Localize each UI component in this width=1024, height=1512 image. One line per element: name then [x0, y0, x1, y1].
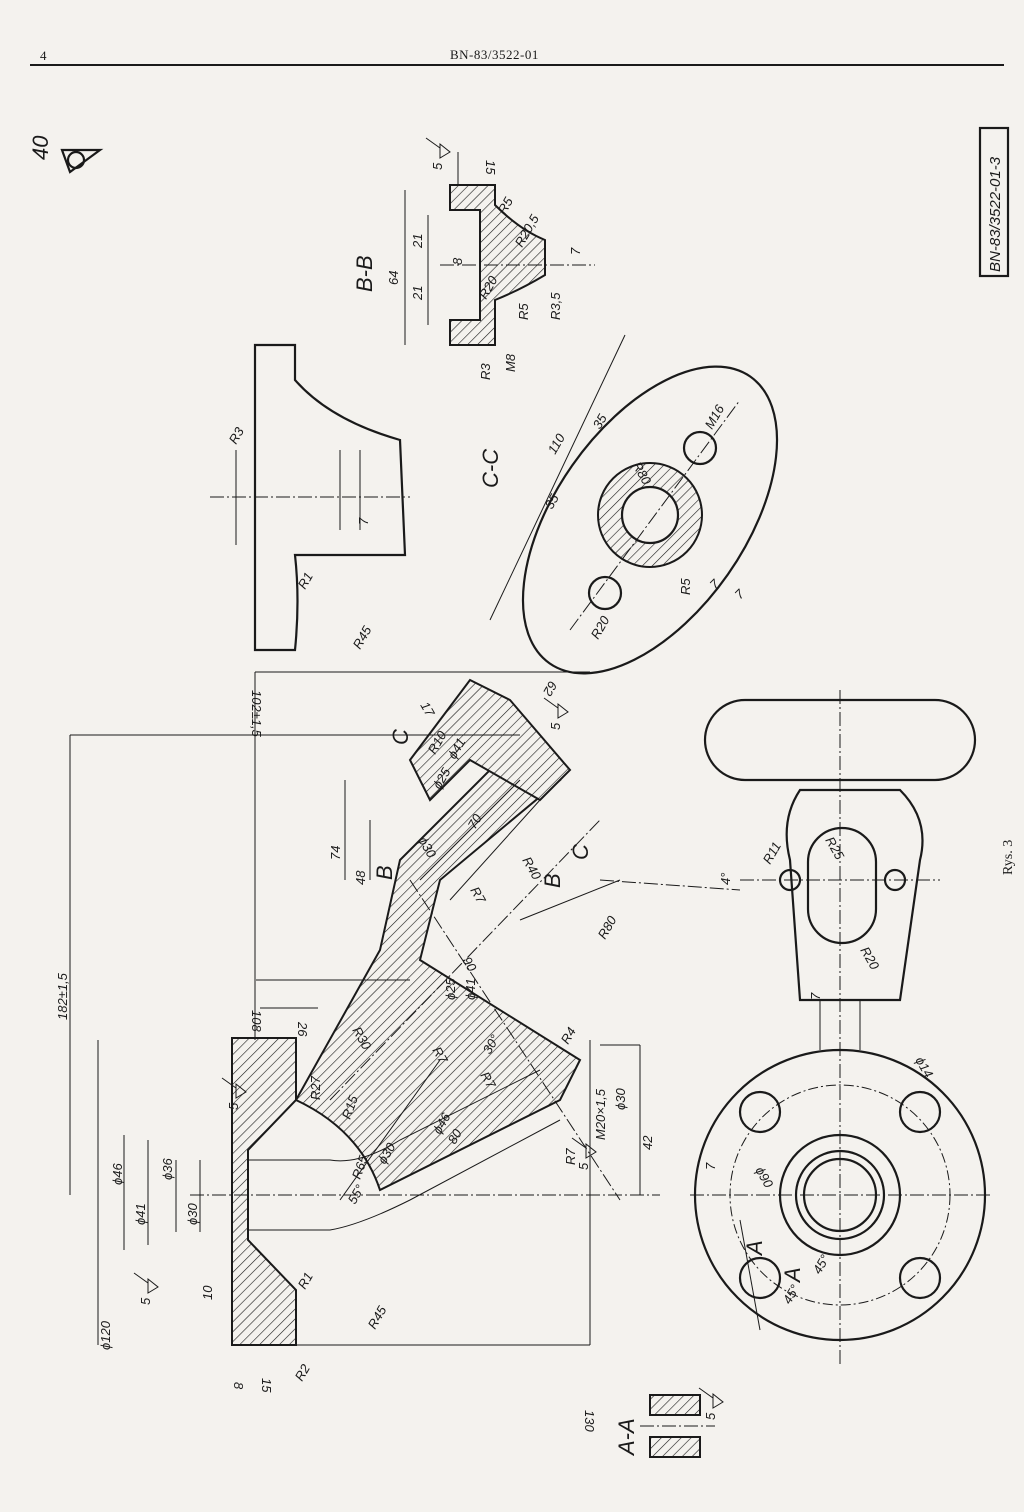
- dim-phi46: ϕ46: [110, 1163, 125, 1185]
- dim-phi36: ϕ36: [160, 1158, 175, 1180]
- bb-dim-r35: R3,5: [548, 292, 563, 320]
- dim-r80: R80: [595, 913, 620, 942]
- marker-a2: A: [780, 1267, 805, 1284]
- section-c-c: C-C: [478, 334, 779, 675]
- cc-dim-r5: R5: [678, 578, 693, 595]
- dim-r7c: R7: [563, 1148, 578, 1165]
- dim-ang55: 55°: [345, 1182, 368, 1207]
- cc-dim-110: 110: [545, 430, 569, 456]
- dim-ang45a: 45°: [780, 1282, 803, 1307]
- header-rule: [30, 64, 1004, 66]
- figure-caption: Rys. 3: [1001, 840, 1016, 875]
- dim-108: 108: [249, 1010, 264, 1032]
- dim-m20: M20×1,5: [593, 1088, 608, 1140]
- cc-dim-35b: 35: [590, 411, 611, 432]
- section-b-b: B-B: [352, 152, 595, 346]
- dim-r20: R20: [857, 944, 882, 973]
- dim-r4: R4: [558, 1025, 579, 1047]
- dim-17: 17: [417, 699, 438, 720]
- marker-c1: C: [388, 729, 413, 745]
- dim-7c: 7: [808, 992, 823, 1000]
- marker-a1: A: [742, 1240, 767, 1257]
- cc-dim-35a: 35: [542, 491, 563, 512]
- section-aa-label: A-A: [614, 1418, 639, 1457]
- dim-r7d: R7: [467, 884, 489, 907]
- flange-detail-view: [210, 343, 410, 652]
- dim-phi30-inner: ϕ30: [185, 1203, 200, 1225]
- dim-r25: R25: [822, 834, 847, 863]
- dim-r11: R11: [760, 839, 784, 866]
- dim-26: 26: [295, 1021, 310, 1037]
- rough-5-6: 5: [703, 1412, 718, 1420]
- bb-dim-8: 8: [450, 257, 465, 265]
- dim-48: 48: [353, 870, 368, 885]
- dim-r27: R27: [308, 1075, 323, 1100]
- dim-phi120: ϕ120: [98, 1320, 113, 1350]
- bb-dim-21a: 21: [410, 286, 425, 301]
- dim-182: 182±1,5: [55, 972, 70, 1020]
- dim-8: 8: [231, 1382, 246, 1390]
- section-cc-label: C-C: [478, 449, 503, 488]
- dim-phi14: ϕ14: [912, 1054, 936, 1080]
- roughness-symbols: 5 5 5 5 5 5: [133, 137, 724, 1420]
- dim-r1a: R1: [295, 1270, 316, 1292]
- dim-ang45b: 45°: [810, 1252, 833, 1277]
- roughness-value: 40: [28, 135, 53, 160]
- drawing-number-stamp: BN-83/3522-01-3: [978, 126, 1010, 278]
- dim-ang4: 4°: [718, 873, 733, 885]
- cc-dim-r20: R20: [588, 613, 613, 642]
- dim-r1b: R1: [295, 570, 316, 592]
- rough-5-3: 5: [576, 1162, 591, 1170]
- dim-90: 90: [459, 954, 480, 975]
- marker-b2: B: [540, 873, 565, 888]
- detail-a-a: A-A: [614, 1394, 715, 1458]
- dim-15: 15: [259, 1378, 274, 1393]
- dim-phi25a: ϕ25: [443, 978, 458, 1000]
- view-markers: B B C C A A: [372, 729, 805, 1284]
- dim-r45b: R45: [350, 623, 375, 652]
- document-code: BN-83/3522-01: [450, 47, 539, 62]
- dim-102: 102±1,5: [249, 690, 264, 738]
- cc-dim-7: 7: [732, 586, 748, 602]
- dim-7b: 7: [703, 1162, 718, 1170]
- cc-dim-m16: M16: [702, 401, 728, 431]
- rough-5-5: 5: [430, 162, 445, 170]
- bb-dim-15: 15: [483, 160, 498, 175]
- rough-5-1: 5: [138, 1297, 153, 1305]
- dim-10: 10: [200, 1285, 215, 1300]
- rough-5-2: 5: [226, 1102, 241, 1110]
- bb-dim-m8: M8: [503, 353, 518, 372]
- dim-74: 74: [328, 846, 343, 860]
- page-number: 4: [40, 48, 47, 63]
- marker-b1: B: [372, 865, 397, 880]
- rough-5-4: 5: [548, 722, 563, 730]
- dim-phi30d: ϕ30: [613, 1088, 628, 1110]
- upper-arm-section: [408, 678, 572, 802]
- dim-phi90: ϕ90: [752, 1164, 776, 1191]
- dim-7a: 7: [356, 517, 371, 525]
- general-roughness-symbol: 40: [28, 135, 104, 174]
- dim-130: 130: [582, 1410, 597, 1432]
- flange-section: [231, 1037, 297, 1346]
- dim-42: 42: [640, 1135, 655, 1150]
- marker-c2: C: [568, 844, 593, 860]
- bb-dim-64: 64: [386, 271, 401, 285]
- dim-r2: R2: [292, 1361, 314, 1384]
- dim-r3: R3: [226, 424, 248, 447]
- main-section-view: [69, 671, 741, 1346]
- cc-dim-62: 62: [540, 679, 561, 700]
- plan-view: [690, 690, 990, 1365]
- bb-dim-r3: R3: [478, 363, 493, 380]
- bb-dim-7: 7: [568, 247, 583, 255]
- section-bb-label: B-B: [352, 255, 377, 292]
- dim-phi41b: ϕ41: [463, 978, 478, 1000]
- dim-r45: R45: [365, 1303, 390, 1332]
- bb-dim-21b: 21: [410, 234, 425, 249]
- bb-dim-r5b: R5: [516, 303, 531, 320]
- dim-phi41: ϕ41: [133, 1203, 148, 1225]
- stamp-code: BN-83/3522-01-3: [987, 156, 1004, 272]
